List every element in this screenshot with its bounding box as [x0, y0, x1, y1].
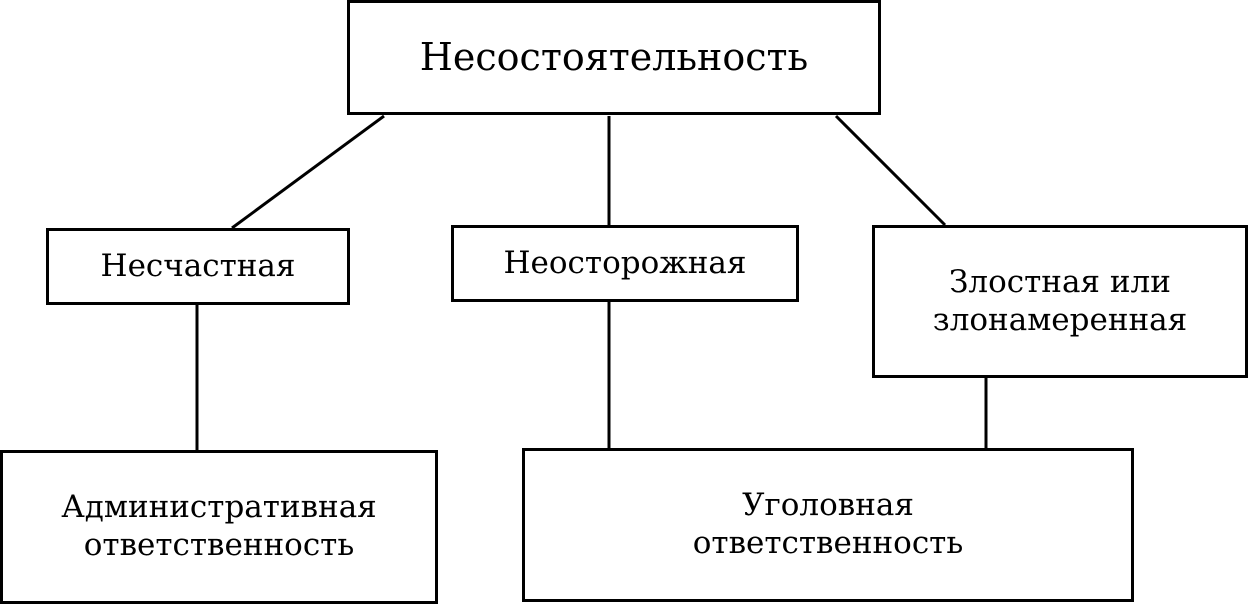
root-node-label: Несостоятельность [419, 35, 809, 80]
node-criminal-label-line-2: ответственность [692, 525, 964, 561]
node-careless-label: Неосторожная [503, 244, 747, 281]
node-careless-insolvency: Неосторожная [451, 225, 799, 302]
node-criminal-liability: Уголовная ответственность [522, 448, 1134, 602]
node-malicious-label-line-1: Злостная или [949, 263, 1171, 300]
node-unfortunate-label: Несчастная [100, 247, 296, 284]
node-malicious-insolvency: Злостная или злонамеренная [872, 225, 1248, 378]
node-admin-label-line-2: ответственность [83, 527, 355, 563]
node-administrative-liability: Административная ответственность [0, 450, 438, 604]
edge-root-unfortunate [231, 114, 385, 230]
root-node-insolvency: Несостоятельность [347, 0, 881, 115]
node-admin-label-line-1: Административная [61, 489, 377, 526]
node-criminal-label-line-1: Уголовная [742, 487, 914, 524]
edge-root-malicious [834, 114, 947, 227]
node-unfortunate-insolvency: Несчастная [46, 228, 350, 305]
node-malicious-label-line-2: злонамеренная [932, 301, 1188, 338]
